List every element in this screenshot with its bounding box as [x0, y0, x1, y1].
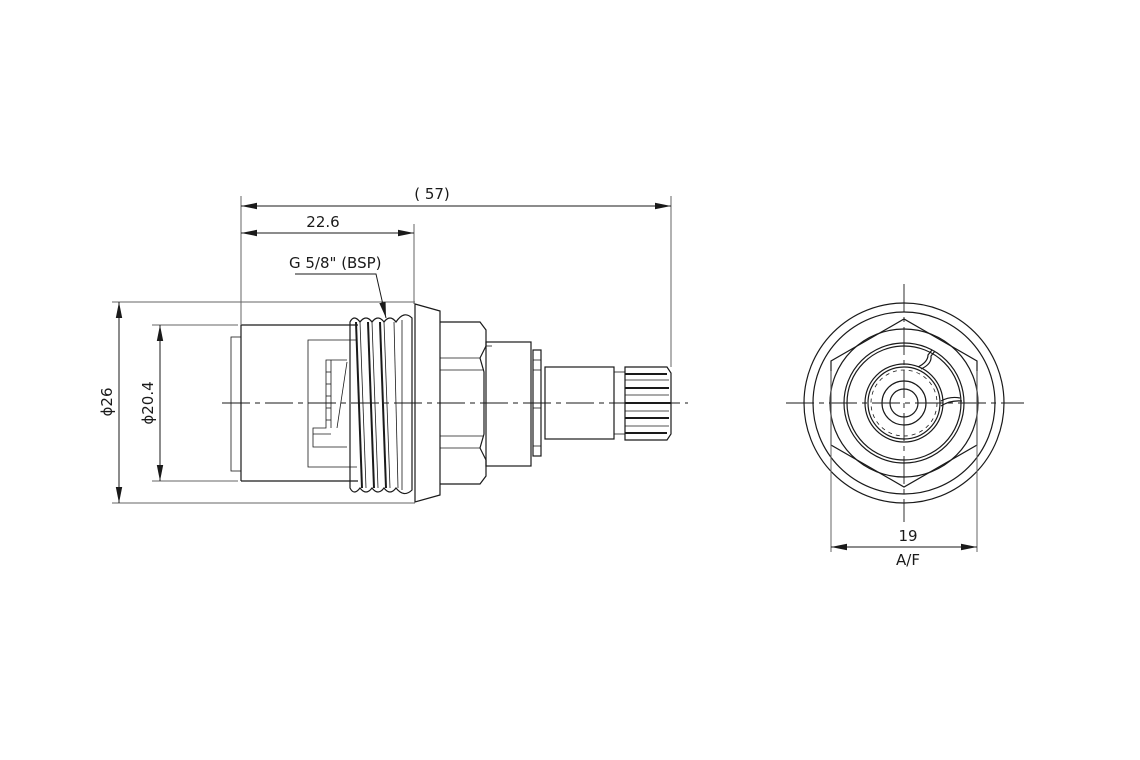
- end-view: 19 A/F: [786, 284, 1024, 569]
- spindle-end-circle: [881, 380, 927, 426]
- cartridge-body: [230, 324, 358, 482]
- hex-size-note: A/F: [896, 551, 920, 569]
- thread-callout-label: G 5/8" (BSP): [289, 254, 382, 272]
- retaining-clip: [864, 349, 963, 443]
- thread-diameter-label: ϕ20.4: [139, 381, 157, 424]
- flange-inner-circle: [812, 311, 996, 495]
- hex-size-label: 19: [898, 527, 917, 545]
- collar-inner-circle: [846, 345, 962, 461]
- thread: [349, 314, 413, 495]
- flange: [414, 303, 441, 503]
- outer-flange-circle: [803, 302, 1005, 504]
- thread-callout-leader: [295, 273, 387, 319]
- spindle-bore-circle: [889, 388, 919, 418]
- overall-length-label: ( 57): [414, 185, 450, 203]
- spline: [624, 366, 672, 441]
- hex-nut: [440, 321, 492, 485]
- outer-diameter-label: ϕ26: [98, 388, 116, 417]
- thread-length-label: 22.6: [306, 213, 339, 231]
- hex-chamfer-circle: [829, 328, 979, 478]
- side-view: ( 57) 22.6 G 5/8" (BSP) ϕ26 ϕ20.4: [98, 185, 688, 504]
- collar: [485, 341, 542, 467]
- collar-circle: [843, 342, 965, 464]
